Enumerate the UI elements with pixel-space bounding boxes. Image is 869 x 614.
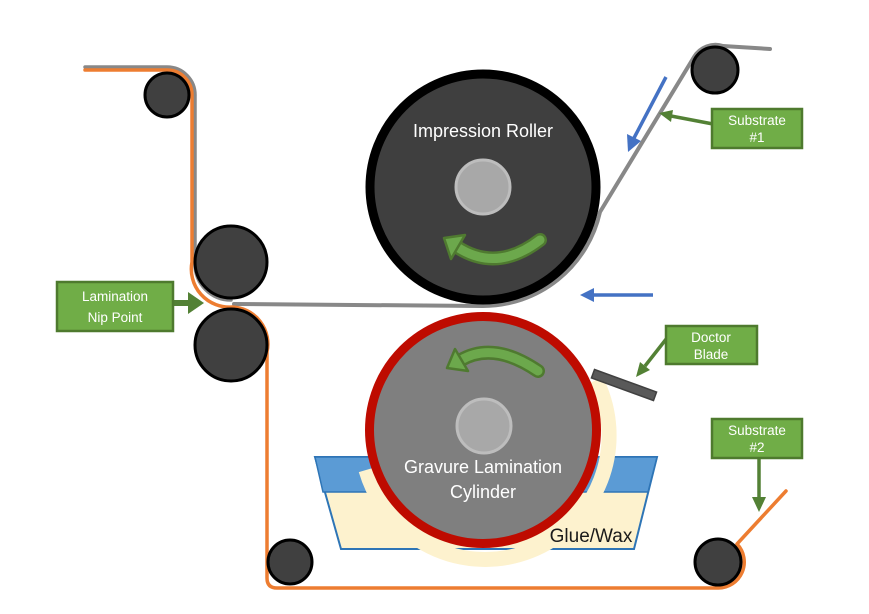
web-direction-arrow-diagonal-icon	[627, 76, 668, 152]
gravure-rotation-arrow-icon	[445, 345, 545, 378]
impression-roller: Impression Roller	[365, 69, 601, 305]
gravure-cylinder-label-line1: Gravure Lamination	[404, 457, 562, 477]
impression-roller-label: Impression Roller	[413, 121, 553, 141]
lamination-nip-label-line1: Lamination	[82, 289, 148, 304]
impression-rotation-arrow-icon	[442, 233, 547, 266]
gravure-cylinder-hub	[455, 397, 513, 455]
laminated-web-gray	[83, 65, 233, 302]
guide-roller-top-left	[143, 71, 191, 119]
substrate2-label: Substrate #2	[710, 417, 804, 460]
lamination-nip-pointer-arrow-icon	[173, 292, 204, 314]
gravure-lamination-cylinder: Gravure Lamination Cylinder	[365, 312, 601, 548]
glue-coating-halo	[358, 376, 617, 567]
guide-roller-bottom-left	[266, 538, 314, 586]
doctor-blade-label-line1: Doctor	[691, 330, 731, 345]
nip-roller-lower	[193, 307, 269, 383]
web-direction-arrow-horizontal-icon	[580, 288, 653, 302]
glue-wax-label: Glue/Wax	[550, 526, 633, 547]
guide-roller-bottom-right	[693, 537, 743, 587]
guide-roller-top-right	[690, 45, 740, 95]
nip-roller-upper	[193, 224, 269, 300]
substrate2-pointer-arrow-icon	[752, 458, 766, 512]
substrate1-label: Substrate #1	[710, 107, 804, 150]
substrate2-label-line2: #2	[749, 440, 764, 455]
doctor-blade-pointer-arrow-icon	[636, 336, 669, 377]
doctor-blade	[590, 368, 658, 402]
doctor-blade-label-line2: Blade	[694, 347, 729, 362]
doctor-blade-label: Doctor Blade	[664, 324, 759, 366]
lamination-nip-label: Lamination Nip Point	[55, 280, 175, 333]
substrate2-label-line1: Substrate	[728, 423, 786, 438]
substrate1-web	[232, 42, 772, 308]
impression-roller-hub	[454, 158, 512, 216]
gravure-cylinder-label-line2: Cylinder	[450, 482, 516, 502]
lamination-nip-label-line2: Nip Point	[88, 310, 143, 325]
substrate1-label-line2: #1	[749, 130, 764, 145]
substrate1-label-line1: Substrate	[728, 113, 786, 128]
substrate1-pointer-arrow-icon	[659, 110, 714, 126]
